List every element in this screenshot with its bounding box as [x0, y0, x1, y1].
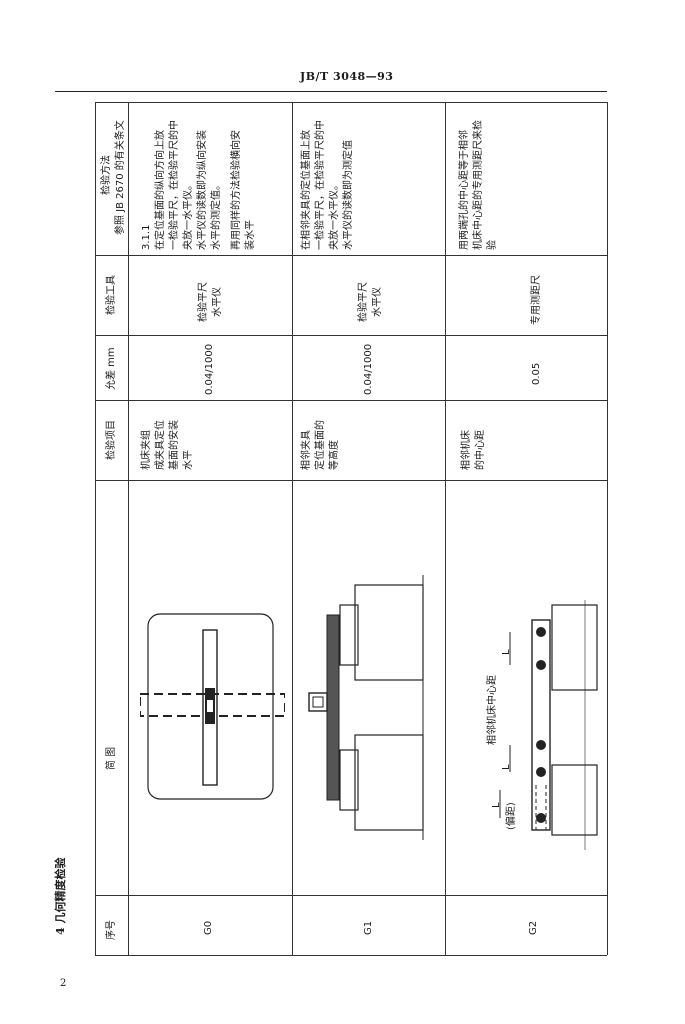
col-method-title: 检验方法: [101, 155, 112, 195]
standard-code: JB/T 3048—93: [300, 70, 394, 83]
g1-tool-1: 检验平尺: [358, 282, 369, 322]
g1-fixture-lower-base: [339, 749, 359, 811]
g1-figure: [308, 575, 424, 840]
g0-method-1: 3.1.1: [141, 224, 152, 250]
g2-tolerance: 0.05: [531, 362, 542, 385]
g2-gauge-bar: [531, 619, 551, 831]
g1-item-3: 等高度: [329, 440, 340, 470]
g0-figure: [140, 613, 285, 800]
g1-level: [308, 692, 328, 712]
g0-item-2: 成夹具定位: [155, 420, 166, 470]
g0-straightedge: [202, 629, 218, 786]
g2-machine-upper: [551, 604, 598, 691]
sep-tool: [95, 255, 607, 256]
g2-pin-mid1: [536, 660, 546, 670]
g1-method-4: 水平仪的读数即为测定值: [343, 140, 354, 250]
g0-item-4: 水平: [183, 450, 194, 470]
g2-seq: G2: [528, 920, 539, 935]
g0-method-4: 央放一水平仪。: [183, 180, 194, 250]
g0-base-plate: [147, 613, 274, 800]
g0-tool-2: 水平仪: [212, 287, 223, 317]
col-figure: 简 图: [106, 746, 117, 770]
g1-tool-2: 水平仪: [372, 287, 383, 317]
col-tool: 检验工具: [106, 275, 117, 315]
table-left-rule: [95, 102, 96, 955]
g2-pin-bot2: [536, 813, 546, 823]
sep-item: [95, 400, 607, 401]
g2-item-1: 相邻机床: [461, 430, 472, 470]
g1-item-1: 相邻夹具: [301, 430, 312, 470]
table-bottom-rule: [95, 955, 607, 956]
g1-fixture-lower: [354, 734, 424, 831]
g2-label-L-3: L: [491, 802, 502, 808]
g2-machine-lower: [551, 764, 598, 836]
g2-method-2: 机床中心距的专用测距尺来检: [473, 120, 484, 250]
g0-method-6: 水平的测定值。: [211, 180, 222, 250]
g0-seq: G0: [203, 920, 214, 935]
g0-method-3: 一检验平尺，在检验平尺的中: [169, 120, 180, 250]
g2-method-3: 验: [487, 240, 498, 250]
table-top-rule: [95, 102, 607, 103]
col-item: 检验项目: [106, 420, 117, 460]
table-right-rule: [607, 102, 608, 955]
g0-method-5: 水平仪的读数即为纵向安装: [197, 130, 208, 250]
g2-pin-top: [536, 627, 546, 637]
g2-label-center-distance: 相邻机床中心距: [487, 675, 498, 745]
g2-method-1: 用两端孔的中心距等于相邻: [459, 130, 470, 250]
g0-method-7: 再用同样的方法检验横向安: [231, 130, 242, 250]
row-sep-header: [128, 102, 129, 955]
g0-item-1: 机床夹组: [141, 430, 152, 470]
header-rule: [55, 91, 607, 92]
g0-level-window: [207, 700, 213, 712]
row-sep-g1-g2: [445, 102, 446, 955]
g2-label-L-2: L: [501, 764, 512, 770]
sep-seq: [95, 895, 607, 896]
g1-tolerance: 0.04/1000: [363, 343, 374, 395]
g2-label-offset: (偏距): [506, 802, 517, 830]
g2-figure: [499, 600, 598, 850]
g1-fixture-upper: [354, 584, 424, 681]
g2-pin-mid2: [536, 740, 546, 750]
g2-item-2: 的中心距: [475, 430, 486, 470]
g1-fixture-upper-base: [339, 604, 359, 666]
col-seq: 序号: [106, 920, 117, 940]
sep-tolerance: [95, 335, 607, 336]
g1-method-1: 在相邻夹具的定位基面上放: [301, 130, 312, 250]
col-tolerance: 允差 mm: [106, 347, 117, 390]
g0-tolerance: 0.04/1000: [204, 343, 215, 395]
g1-straightedge: [326, 614, 340, 801]
g0-tool-1: 检验平尺: [198, 282, 209, 322]
g2-pin-bot1: [536, 767, 546, 777]
col-method-ref: 参照 JB 2670 的有关条文: [115, 120, 126, 235]
g0-method-8: 装水平: [245, 220, 256, 250]
g0-item-3: 基面的安装: [169, 420, 180, 470]
page-number: 2: [60, 978, 67, 989]
sep-figure: [95, 480, 607, 481]
g1-item-2: 定位基面的: [315, 420, 326, 470]
row-sep-g0-g1: [292, 102, 293, 955]
g1-seq: G1: [363, 920, 374, 935]
g2-tool-1: 专用测距尺: [531, 275, 542, 325]
g0-method-2: 在定位基面的纵向方向上放: [155, 130, 166, 250]
g1-method-3: 央放一水平仪。: [329, 180, 340, 250]
g1-level-inner: [312, 696, 324, 708]
g2-label-L-1: L: [501, 649, 512, 655]
g1-method-2: 一检验平尺，在检验平尺的中: [315, 120, 326, 250]
